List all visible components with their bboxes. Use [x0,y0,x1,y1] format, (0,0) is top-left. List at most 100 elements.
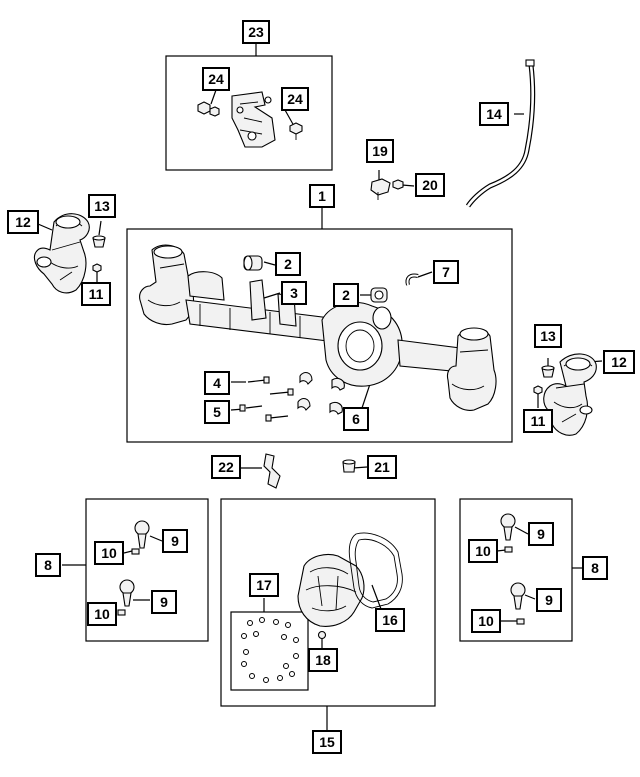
svg-text:10: 10 [478,613,494,629]
ball-joint-part-9-left-lower [119,579,135,607]
nut-part-10-left-upper [131,548,140,555]
callout-9-right-upper: 9 [528,522,554,546]
svg-text:13: 13 [94,198,110,214]
svg-text:21: 21 [374,459,390,475]
ball-joint-part-9-right-lower [510,582,526,610]
callout-20: 20 [415,173,445,197]
svg-text:9: 9 [160,594,168,610]
svg-text:22: 22 [218,459,234,475]
callout-19: 19 [366,139,394,163]
svg-text:16: 16 [382,612,398,628]
gasket-part-16 [348,532,403,609]
svg-text:15: 15 [319,734,335,750]
frame-group-8-left [85,498,209,642]
svg-text:14: 14 [486,106,502,122]
callout-8-left: 8 [35,553,61,577]
ball-joint-part-9-right-upper [500,513,516,541]
callout-3: 3 [281,281,307,305]
svg-text:10: 10 [101,545,117,561]
svg-text:3: 3 [290,285,298,301]
svg-text:2: 2 [284,256,292,272]
svg-text:9: 9 [537,526,545,542]
svg-text:5: 5 [213,404,221,420]
callout-5: 5 [204,400,230,424]
bolt-part-4 [247,376,294,396]
svg-text:12: 12 [15,214,31,230]
callout-9-right-lower: 9 [536,588,562,612]
svg-text:6: 6 [352,411,360,427]
callout-17: 17 [249,573,279,597]
bolt-part-24 [197,101,303,140]
callout-18: 18 [308,648,338,672]
callout-7: 7 [433,260,459,284]
bracket-part-22 [263,453,281,489]
stud-part-11-right [533,385,543,395]
ball-joint-part-9-left-upper [134,520,150,549]
callout-9-left-upper: 9 [162,529,188,553]
frame-group-8-right [459,498,573,642]
callout-10-right-lower: 10 [471,609,501,633]
bushing-part-2-upper [243,255,263,271]
bolt-part-5 [239,404,289,422]
svg-text:12: 12 [611,354,627,370]
plug-part-18 [317,630,327,640]
callout-13-right: 13 [534,324,562,348]
callout-4: 4 [204,371,230,395]
callout-14: 14 [479,102,509,126]
bearing-cap-parts [297,371,345,415]
nut-part-10-right-upper [504,546,513,553]
svg-text:11: 11 [89,286,104,302]
svg-text:7: 7 [442,264,450,280]
svg-text:19: 19 [372,143,388,159]
callout-9-left-lower: 9 [151,590,177,614]
bolt-set-part-17 [241,617,299,683]
svg-text:13: 13 [540,328,556,344]
callout-22: 22 [211,455,241,479]
svg-text:11: 11 [531,413,546,429]
callout-23: 23 [242,20,270,44]
svg-text:24: 24 [287,91,303,107]
frame-group-1 [126,228,513,443]
nut-part-20 [392,179,404,190]
callout-10-left-upper: 10 [94,541,124,565]
vent-tube-part-14 [465,59,536,208]
svg-text:20: 20 [422,177,438,193]
differential-cover-part-15 [297,553,365,627]
axle-housing-part-1 [139,244,497,411]
svg-text:10: 10 [475,543,491,559]
callout-15: 15 [312,730,342,754]
svg-text:8: 8 [591,560,599,576]
svg-text:9: 9 [545,592,553,608]
callout-6: 6 [343,407,369,431]
callout-12-left: 12 [7,210,39,234]
plug-part-21 [342,459,356,473]
callout-11-right: 11 [523,409,553,433]
svg-text:17: 17 [256,577,272,593]
svg-text:10: 10 [94,606,110,622]
frame-group-23 [165,55,333,171]
hose-part-7 [405,273,419,286]
callout-12-right: 12 [603,350,635,374]
callout-10-left-lower: 10 [87,602,117,626]
callout-24-right: 24 [281,87,309,111]
callout-11-left: 11 [81,282,111,306]
bracket-part-23 [231,91,276,148]
callout-16: 16 [375,608,405,632]
svg-text:23: 23 [248,24,264,40]
callout-21: 21 [367,455,397,479]
callout-1: 1 [309,184,335,208]
knuckle-part-12-left [33,213,90,294]
ball-joint-cap-part-13-left [92,235,106,248]
svg-text:1: 1 [318,188,326,204]
bushing-part-2-lower [370,287,388,303]
frame-group-17 [230,611,309,691]
frame-group-15 [220,498,436,707]
ball-joint-cap-part-13-right [541,365,555,378]
svg-text:4: 4 [213,375,221,391]
leader-lines [37,43,603,731]
svg-text:8: 8 [44,557,52,573]
knuckle-part-12-right [543,353,597,436]
nut-part-10-left-lower [117,609,126,616]
svg-text:2: 2 [342,287,350,303]
